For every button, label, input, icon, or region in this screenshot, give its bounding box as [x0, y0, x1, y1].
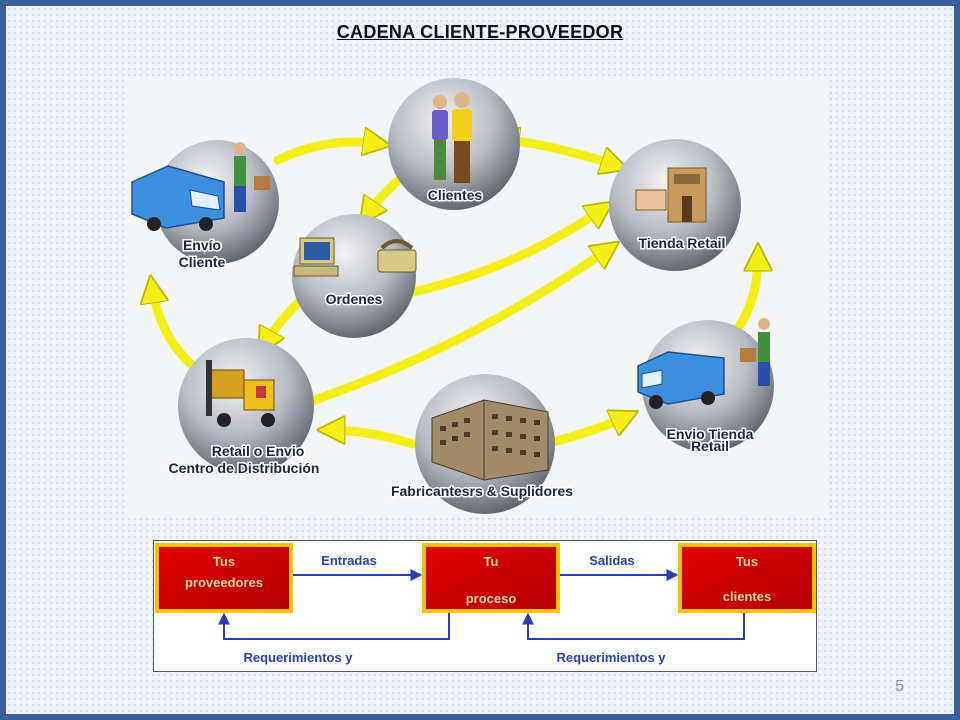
box-tus-clientes [678, 543, 816, 613]
page-number: 5 [895, 678, 904, 695]
label-entradas: Entradas [321, 553, 377, 568]
label-fabricantes: Fabricantesrs & Suplidores [391, 483, 573, 499]
label-envio-cliente-2: Cliente [179, 254, 226, 270]
delivery-van-retail-icon [637, 318, 770, 409]
supply-chain-diagram: Clientes Tienda Retail Envío Cliente Ord… [128, 78, 828, 518]
arrow-envio-to-clientes [273, 142, 380, 165]
box2-line2: proceso [466, 591, 517, 606]
factory-building-icon [431, 399, 549, 481]
arrow-centro-to-envio [152, 286, 203, 375]
label-salidas: Salidas [589, 553, 635, 568]
computer-phone-icon [293, 237, 417, 277]
box1-line2: proveedores [185, 575, 263, 590]
label-ordenes: Ordenes [326, 291, 383, 307]
people-icon [432, 92, 472, 183]
box3-line1: Tus [736, 554, 758, 569]
store-icon [635, 167, 707, 223]
label-envio-cliente-1: Envío [183, 237, 221, 253]
label-requerimientos-2: Requerimientos y [556, 650, 666, 665]
arrow-fabricantes-to-envio-tienda [548, 416, 628, 447]
slide-title: CADENA CLIENTE-PROVEEDOR [336, 22, 624, 42]
arrow-requerimientos-2 [522, 612, 745, 640]
arrow-fabricantes-to-centro [328, 430, 418, 449]
box1-line1: Tus [213, 554, 235, 569]
box3-line2: clientes [723, 589, 771, 604]
label-centro-2: Centro de Distribución [169, 460, 320, 476]
arrow-requerimientos-1 [218, 612, 450, 640]
arrow-ordenes-to-tienda [408, 208, 604, 297]
label-centro-1: Retail o Envio [212, 443, 305, 459]
label-requerimientos-1: Requerimientos y [243, 650, 353, 665]
label-envio-tienda-1: Envio Tienda [667, 426, 754, 442]
box-tus-proveedores [155, 543, 293, 613]
box2-line1: Tu [484, 554, 499, 569]
arrow-clientes-tienda [508, 140, 618, 166]
delivery-van-icon [131, 142, 270, 231]
label-envio-tienda-2: Retail [691, 438, 729, 454]
label-clientes: Clientes [428, 187, 483, 203]
label-tienda-retail: Tienda Retail [639, 235, 726, 251]
arrow-centro-to-tienda [298, 248, 610, 409]
box-tu-proceso [422, 543, 560, 613]
forklift-icon [206, 360, 275, 427]
process-flow-panel: Tus proveedores Tu proceso Tus clientes … [153, 540, 817, 672]
arrow-clientes-to-ordenes [366, 171, 408, 216]
arrow-ordenes-to-centro [264, 293, 308, 346]
